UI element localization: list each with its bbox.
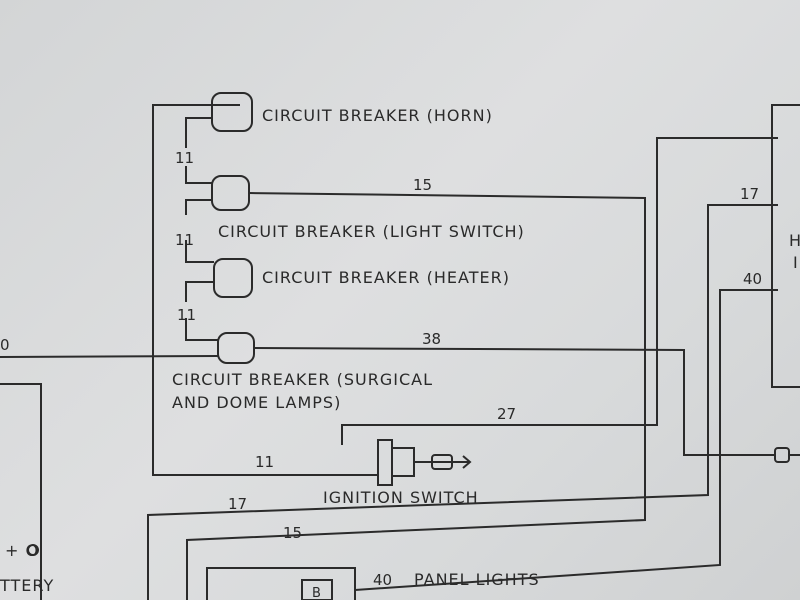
label-right-i: I <box>793 253 799 272</box>
label-cb-light-switch: CIRCUIT BREAKER (LIGHT SWITCH) <box>218 222 525 241</box>
wire-40 <box>354 289 778 591</box>
panel-lights-box <box>206 567 356 600</box>
wire-label-11-b: 11 <box>175 231 194 249</box>
wire-label-15-bottom: 15 <box>283 524 302 542</box>
battery-negative-terminal <box>27 544 39 556</box>
wire-label-15-top: 15 <box>413 176 432 194</box>
wire-label-38: 38 <box>422 330 441 348</box>
label-cb-surgical-2: AND DOME LAMPS) <box>172 393 341 412</box>
label-b-terminal: B <box>312 586 322 600</box>
wire-label-17-right: 17 <box>740 185 759 203</box>
wire-38-right <box>253 347 775 456</box>
circuit-breaker-surgical-dome <box>217 332 255 364</box>
label-battery: TTERY <box>0 576 54 595</box>
battery-box <box>0 383 42 600</box>
b-terminal-box <box>301 579 333 600</box>
label-panel-lights: PANEL LIGHTS <box>414 570 540 589</box>
wire-label-11-d: 11 <box>255 453 274 471</box>
label-right-h: H <box>789 231 800 250</box>
label-cb-heater: CIRCUIT BREAKER (HEATER) <box>262 268 510 287</box>
wire-label-11-a: 11 <box>175 149 194 167</box>
label-cb-surgical-1: CIRCUIT BREAKER (SURGICAL <box>172 370 433 389</box>
wire-label-11-c: 11 <box>177 306 196 324</box>
wire-label-40-panel: 40 <box>373 571 392 589</box>
wire-27 <box>341 137 778 445</box>
wire-17 <box>147 204 778 600</box>
wire-15 <box>186 192 646 600</box>
circuit-breaker-horn <box>211 92 253 132</box>
wire-38 <box>0 355 219 358</box>
wire-label-40-right: 40 <box>743 270 762 288</box>
right-component-box <box>771 104 800 388</box>
wire-label-0: 0 <box>0 336 10 354</box>
circuit-breaker-light-switch <box>211 175 250 211</box>
label-battery-terminals: + O <box>5 541 39 560</box>
wire-label-17-bottom: 17 <box>228 495 247 513</box>
ignition-switch-symbol <box>377 439 472 486</box>
label-ignition-switch: IGNITION SWITCH <box>323 488 479 507</box>
circuit-breaker-heater <box>213 258 253 298</box>
connector-right <box>774 447 790 463</box>
wire-label-27: 27 <box>497 405 516 423</box>
label-cb-horn: CIRCUIT BREAKER (HORN) <box>262 106 493 125</box>
wire-11-bus <box>152 104 378 476</box>
